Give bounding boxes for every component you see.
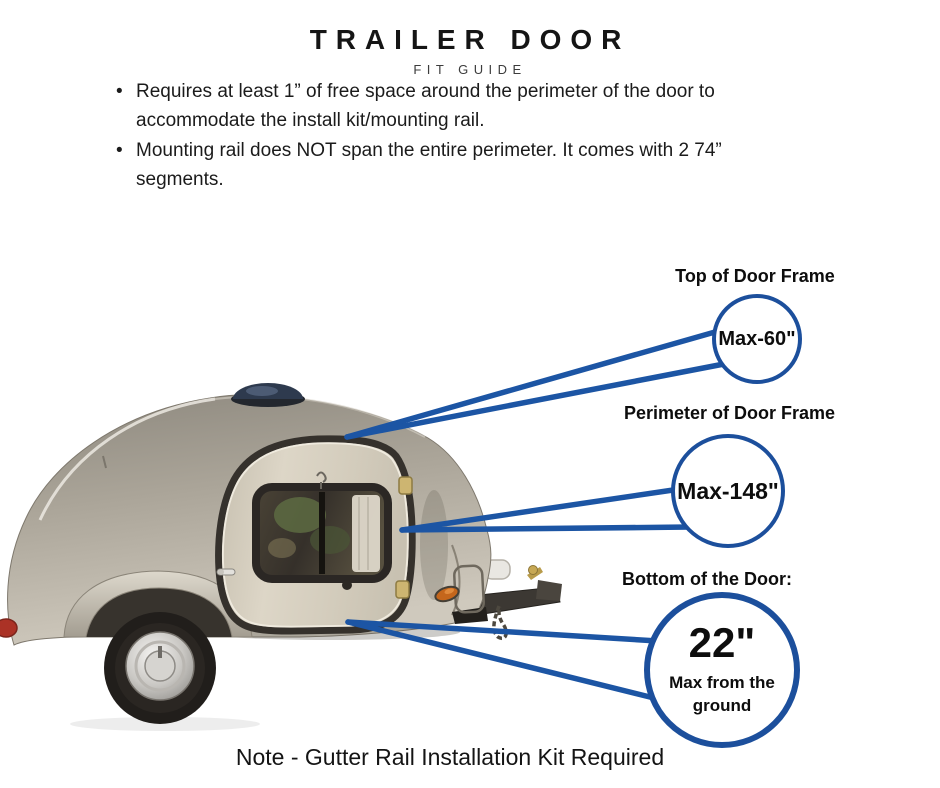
measure-circle-top-of-door-frame: Max-60" [712,294,802,384]
list-item: Requires at least 1” of free space aroun… [112,78,812,135]
measure-value: Max-148" [677,477,779,504]
door-handle [216,568,236,576]
measure-circle-bottom-of-door: 22" Max from the ground [644,592,800,748]
footer-note: Note - Gutter Rail Installation Kit Requ… [235,744,665,770]
callout-line-bottom-a [345,619,661,644]
measure-value: Max-60" [718,327,796,350]
trailer-hitch [469,559,562,640]
marker-light [434,585,460,603]
rear-shading [420,490,448,600]
front-latch [102,455,107,469]
rear-seam [451,544,461,616]
page-title: TRAILER DOOR [309,24,631,55]
wheel [104,612,216,724]
callout-line-top-b [344,361,727,440]
callout-line-perimeter-b [399,524,693,533]
list-item: Mounting rail does NOT span the entire p… [112,137,812,194]
door-hinge-bottom [395,580,410,599]
roof-highlight [38,397,216,521]
callout-heading-top-of-door-frame: Top of Door Frame [675,266,835,286]
callout-heading-perimeter-of-door-frame: Perimeter of Door Frame [623,403,836,423]
measure-value: 22" [688,619,756,667]
roof-vent-dome [231,383,305,407]
ground-shadow [70,717,260,731]
door-window [252,483,392,583]
callout-line-perimeter-a [399,486,683,533]
door-lock-knob [342,580,352,590]
requirements-list: Requires at least 1” of free space aroun… [112,78,812,196]
tail-light [0,618,18,638]
door-hinge-top [398,476,413,495]
callout-line-bottom-b [345,619,665,703]
page-subtitle: FIT GUIDE [413,62,527,77]
trailer-door [215,435,416,635]
measure-sublabel: Max from the ground [669,673,775,715]
callout-heading-bottom-of-door: Bottom of the Door: [622,569,792,589]
callout-lines [344,327,727,703]
window-hook [316,471,327,489]
fender [63,570,253,638]
measure-circle-perimeter-of-door-frame: Max-148" [671,434,785,548]
wheel-well [86,586,234,637]
callout-line-top-a [344,327,725,440]
